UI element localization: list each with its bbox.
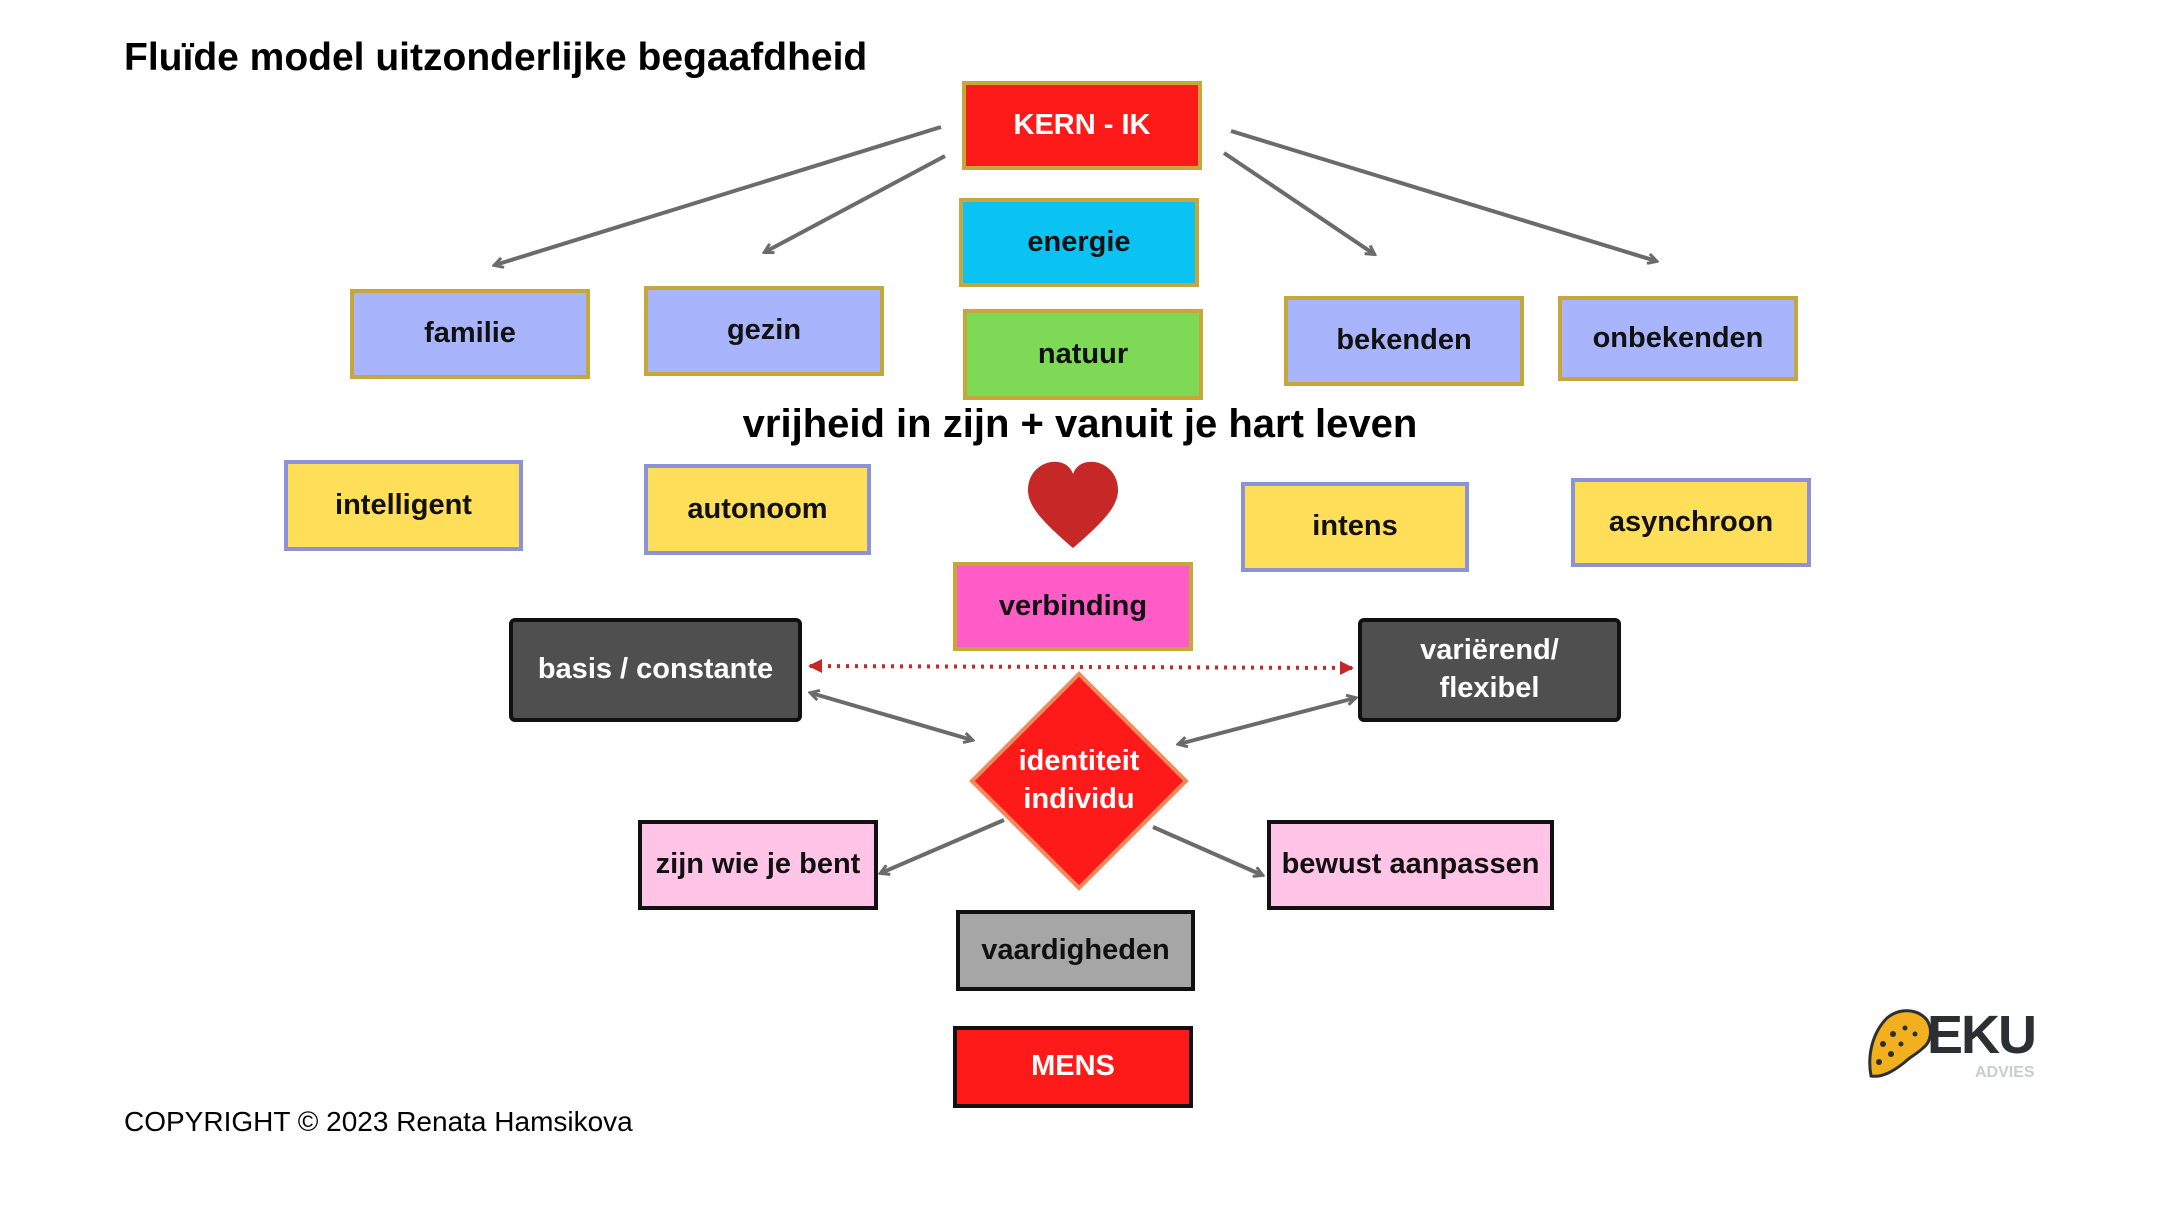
arrow-to-familie [495,125,942,265]
kern-ik-box: KERN - IK [962,81,1202,170]
mens-box: MENS [953,1026,1193,1108]
identity-diamond-shape [969,671,1189,891]
energie-box: energie [959,198,1199,287]
verbinding-box: verbinding [953,562,1193,651]
eku-logo: EKU ADVIES [1865,1000,2045,1086]
arrow-to-bewust [1152,825,1262,875]
arrow-basis-identity [811,693,972,740]
zijn-wie-je-bent-box: zijn wie je bent [638,820,878,910]
varierend-flexibel-box: variërend/ flexibel [1358,618,1621,722]
natuur-box: natuur [963,309,1203,400]
bekenden-box: bekenden [1284,296,1524,386]
arrow-to-bekenden [1222,151,1374,254]
logo-name: EKU [1927,1005,2037,1065]
vaardigheden-box: vaardigheden [956,910,1195,991]
intelligent-box: intelligent [284,460,523,551]
logo-sub: ADVIES [1975,1064,2035,1081]
varierend-line2: flexibel [1439,672,1540,704]
basis-constante-box: basis / constante [509,618,802,722]
dotted-arrow-basis-varierend [808,659,1354,675]
heart-icon [1028,461,1118,548]
arrow-to-onbekenden [1230,129,1656,261]
arrow-to-gezin [765,154,946,252]
asynchroon-box: asynchroon [1571,478,1811,567]
varierend-line1: variërend/ [1420,634,1559,667]
gezin-box: gezin [644,286,884,376]
familie-box: familie [350,289,590,379]
identity-line1: identiteit [1018,745,1140,778]
onbekenden-box: onbekenden [1558,296,1798,381]
identity-diamond-label: identiteit individu [990,731,1168,831]
identity-line2: individu [1023,783,1135,815]
arrow-identity-varierend [1179,698,1355,744]
intens-box: intens [1241,482,1469,572]
copyright-text: COPYRIGHT © 2023 Renata Hamsikova [124,1106,633,1137]
arrow-to-zijn [881,818,1005,873]
diagram-title: Fluïde model uitzonderlijke begaafdheid [124,36,868,79]
autonoom-box: autonoom [644,464,871,555]
motto-text: vrijheid in zijn + vanuit je hart leven [742,402,1418,446]
bewust-aanpassen-box: bewust aanpassen [1267,820,1554,910]
cheetah-icon [1868,1009,1932,1078]
